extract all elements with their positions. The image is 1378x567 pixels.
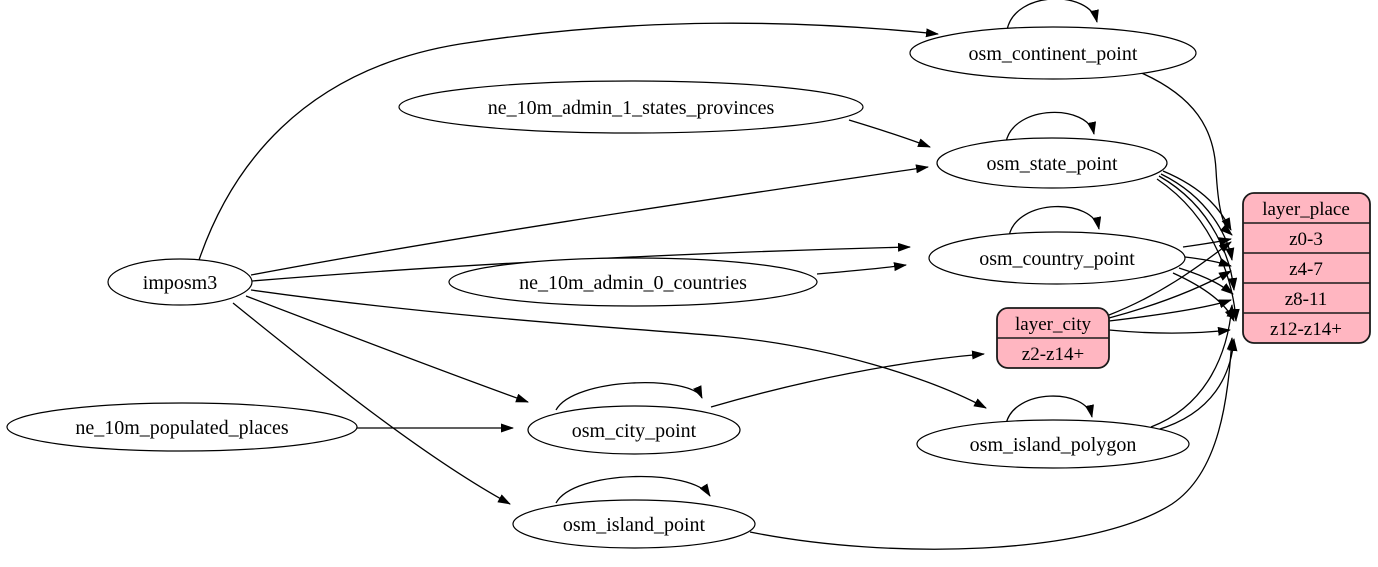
node-osm-continent-point-label: osm_continent_point [969,43,1138,65]
record-layer-place-row-z0-3: z0-3 [1289,229,1323,250]
node-ne-10m-admin-1-states-provinces: ne_10m_admin_1_states_provinces [398,80,864,134]
selfloop-osm-island-polygon [1005,395,1094,425]
node-osm-state-point-label: osm_state_point [986,153,1118,175]
node-osm-island-polygon-label: osm_island_polygon [970,434,1137,456]
node-imposm3-label: imposm3 [143,272,217,294]
node-imposm3-shape [107,258,253,306]
edge-layer-city-to-place-z4-7 [1108,270,1232,319]
node-osm-city-point-shape [527,405,741,455]
edge-state-to-place-z0-3 [1162,170,1232,231]
node-osm-city-point-label: osm_city_point [572,420,697,442]
node-osm-island-polygon: osm_island_polygon [916,419,1190,469]
edge-city-to-layer-city-z2-z14 [710,350,985,408]
edge-ne10m-admin0-to-osm-country-point [816,262,907,275]
record-layer-place-title: layer_place [1262,199,1350,220]
node-ne-10m-admin-1-states-provinces-label: ne_10m_admin_1_states_provinces [488,97,775,119]
node-ne-10m-populated-places-shape [6,402,358,452]
node-ne-10m-admin-1-states-provinces-shape [398,80,864,134]
node-osm-island-point: osm_island_point [512,499,756,549]
node-osm-island-point-shape [512,499,756,549]
node-osm-city-point: osm_city_point [527,405,741,455]
record-layer-place: layer_place z0-3 z4-7 z8-11 z12-z14+ [1242,192,1371,344]
selfloop-osm-island-point [555,475,711,504]
node-osm-state-point-shape [936,137,1168,189]
record-layer-place-row-z8-11: z8-11 [1285,289,1328,310]
node-osm-country-point-shape [928,231,1186,285]
edge-country-to-place-z8-11 [1178,267,1234,295]
node-osm-island-polygon-shape [916,419,1190,469]
selfloop-osm-continent-point [1006,0,1099,31]
edge-island-point-to-place-z12-z14 [749,337,1236,550]
record-layer-place-shape [1242,192,1371,344]
edge-imposm3-to-osm-continent-point [198,22,939,261]
edge-layer-city-to-place-z8-11 [1108,299,1232,322]
node-osm-continent-point: osm_continent_point [909,26,1197,80]
edge-island-polygon-to-place-z12-z14 [1156,338,1238,431]
node-osm-island-point-label: osm_island_point [563,514,706,536]
record-layer-city: layer_city z2-z14+ [996,307,1110,369]
edge-ne10m-admin1-to-osm-state-point [848,119,931,148]
record-layer-city-row-z2-z14: z2-z14+ [1022,344,1084,365]
edge-imposm3-to-osm-city-point [245,295,529,403]
edge-state-to-place-z8-11 [1158,175,1238,291]
edge-country-to-place-z4-7 [1184,256,1232,267]
node-osm-state-point: osm_state_point [936,137,1168,189]
node-ne-10m-admin-0-countries: ne_10m_admin_0_countries [448,257,818,307]
node-ne-10m-populated-places: ne_10m_populated_places [6,402,358,452]
edge-imposm3-to-osm-island-polygon [250,289,987,409]
edge-layer [198,0,1240,550]
record-layer-place-row-z12-z14: z12-z14+ [1270,319,1342,340]
edge-layer-city-to-place-z12-z14 [1108,326,1231,336]
selfloop-osm-country-point [1008,205,1102,237]
edge-country-to-place-z12-z14 [1172,272,1235,322]
node-imposm3: imposm3 [107,258,253,306]
node-osm-country-point-label: osm_country_point [979,248,1135,270]
node-ne-10m-populated-places-label: ne_10m_populated_places [75,417,288,439]
selfloop-osm-state-point [1005,111,1097,143]
edge-country-to-place-z0-3 [1182,237,1232,248]
node-osm-continent-point-shape [909,26,1197,80]
edge-imposm3-to-osm-state-point [250,164,929,276]
selfloop-osm-city-point [555,382,703,411]
record-layer-city-title: layer_city [1015,314,1091,335]
record-layer-place-row-z4-7: z4-7 [1289,259,1323,280]
edge-layer-city-to-place-z0-3 [1108,241,1232,316]
edge-imposm3-to-osm-island-point [232,302,511,505]
node-ne-10m-admin-0-countries-label: ne_10m_admin_0_countries [519,272,747,294]
node-ne-10m-admin-0-countries-shape [448,257,818,307]
node-osm-country-point: osm_country_point [928,231,1186,285]
edge-island-polygon-to-place-z8-11 [1150,304,1236,428]
